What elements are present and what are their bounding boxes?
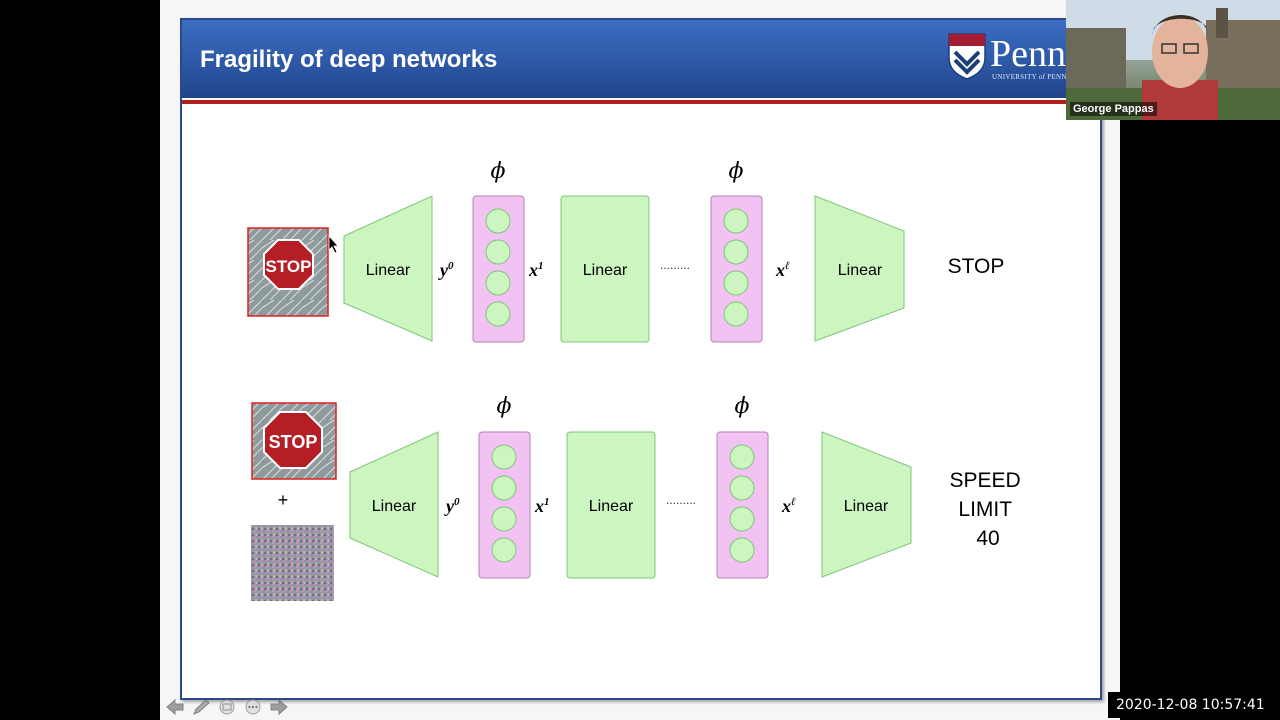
top-activation-2: ϕ [710, 159, 763, 343]
bottom-phi-label-1: ϕ [497, 394, 512, 419]
top-linear-label-3: Linear [838, 262, 883, 279]
bottom-linear-layer-2 [566, 431, 656, 579]
bottom-linear-label-2: Linear [589, 498, 634, 515]
top-linear-layer-2 [560, 195, 650, 343]
top-linear-layer-1 [343, 195, 433, 342]
top-output-label: STOP [948, 255, 1005, 278]
speaker-video-tile: George Pappas [1066, 0, 1280, 120]
top-input-image: STOP [247, 227, 329, 317]
plus-sign: + [278, 490, 289, 510]
recording-timestamp: 2020-12-08 10:57:41 [1108, 692, 1280, 718]
logo-subtitle: UNIVERSITY of PENNSYLVANIA [992, 73, 1102, 81]
penn-logo: Penn UNIVERSITY of PENNSYLVANIA [947, 32, 1102, 84]
mouse-cursor-icon [328, 234, 339, 254]
stop-sign-text: STOP [269, 432, 318, 452]
bottom-activation-2: ϕ [716, 394, 769, 579]
bottom-network-row: STOP + Linear y0 ϕ x1 Linear ......... ϕ [251, 394, 1026, 601]
speaker-video-frame [1066, 0, 1280, 120]
top-linear-label-1: Linear [366, 262, 411, 279]
top-y0-label: y0 [438, 260, 454, 280]
slide-header: Fragility of deep networks Penn UNIVERSI… [182, 20, 1100, 98]
bottom-xl-label: xℓ [781, 496, 796, 516]
prev-arrow-icon[interactable] [164, 697, 186, 717]
penn-shield-icon [948, 33, 986, 80]
stop-sign-icon [263, 411, 323, 469]
top-ellipsis: ......... [660, 258, 690, 272]
adversarial-noise-image [251, 525, 334, 601]
stop-sign-text: STOP [266, 257, 312, 276]
bottom-linear-label-3: Linear [844, 498, 889, 515]
bottom-phi-label-2: ϕ [735, 394, 750, 419]
bottom-linear-layer-1 [349, 431, 439, 578]
stop-sign-icon [263, 239, 314, 290]
bottom-y0-label: y0 [444, 496, 460, 516]
top-activation-1: ϕ [472, 159, 525, 343]
next-arrow-icon[interactable] [268, 697, 290, 717]
logo-wordmark: Penn [990, 33, 1066, 75]
network-diagram: STOP Linear y0 ϕ x1 Linear ......... ϕ [247, 159, 1026, 601]
top-phi-label-1: ϕ [491, 159, 506, 184]
top-linear-layer-3 [814, 195, 905, 342]
bottom-activation-1: ϕ [478, 394, 531, 579]
speaker-name-label: George Pappas [1070, 102, 1157, 116]
pen-icon[interactable] [190, 697, 212, 717]
header-rule [182, 100, 1100, 104]
menu-icon[interactable] [216, 697, 238, 717]
slide-navigation [164, 696, 290, 718]
top-linear-label-2: Linear [583, 262, 628, 279]
bottom-output-label: SPEED LIMIT 40 [949, 469, 1026, 550]
bottom-x1-label: x1 [534, 496, 550, 516]
bottom-linear-label-1: Linear [372, 498, 417, 515]
top-x1-label: x1 [528, 260, 544, 280]
bottom-ellipsis: ......... [666, 493, 696, 507]
bottom-linear-layer-3 [821, 431, 912, 578]
bottom-input-image: STOP [251, 402, 337, 480]
top-xl-label: xℓ [775, 260, 790, 280]
slide-title: Fragility of deep networks [200, 46, 498, 73]
top-phi-label-2: ϕ [729, 159, 744, 184]
more-icon[interactable] [242, 697, 264, 717]
slide: Fragility of deep networks Penn UNIVERSI… [180, 18, 1102, 700]
top-network-row: STOP Linear y0 ϕ x1 Linear ......... ϕ [247, 159, 1005, 343]
